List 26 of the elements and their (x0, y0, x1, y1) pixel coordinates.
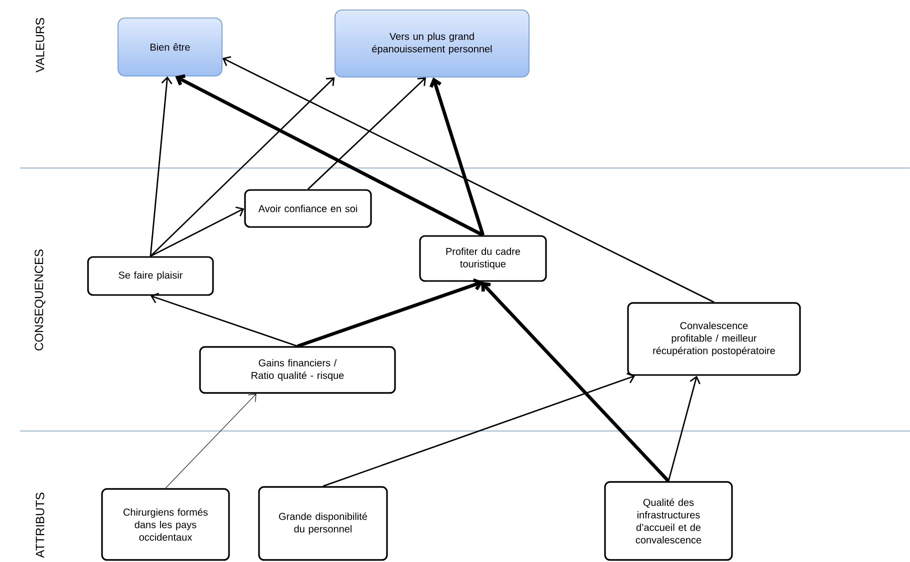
arrow (429, 77, 485, 236)
process-box: Qualité des infrastructures d’accueil et de convalescence (604, 481, 733, 561)
arrow (308, 77, 426, 190)
process-box: Gains financiers / Ratio qualité - risque (199, 346, 396, 394)
arrow (322, 372, 636, 487)
value-box: Bien être (118, 18, 222, 76)
arrow (165, 394, 256, 488)
process-box: Profiter du cadre touristique (419, 235, 547, 282)
process-box: Avoir confiance en soi (244, 189, 372, 228)
process-box: Se faire plaisir (87, 256, 214, 296)
arrow (296, 278, 484, 348)
arrow (668, 376, 700, 482)
arrow (150, 76, 172, 256)
arrow (480, 282, 670, 482)
arrow (150, 206, 244, 257)
value-box: Vers un plus grand épanouissement personnel (334, 10, 530, 78)
arrow (150, 292, 298, 347)
arrow (150, 77, 335, 257)
layer-label: ATTRIBUTS (36, 492, 44, 558)
process-box: Convalescence profitable / meilleur récupération postopératoire (627, 302, 801, 376)
layer-label: VALEURS (36, 18, 44, 72)
process-box: Grande disponibilité du personnel (258, 486, 388, 561)
layer-label: CONSEQUENCES (34, 250, 46, 350)
arrow (175, 74, 484, 237)
process-box: Chirurgiens formés dans les pays occidentaux (101, 488, 230, 561)
arrow (222, 56, 714, 303)
